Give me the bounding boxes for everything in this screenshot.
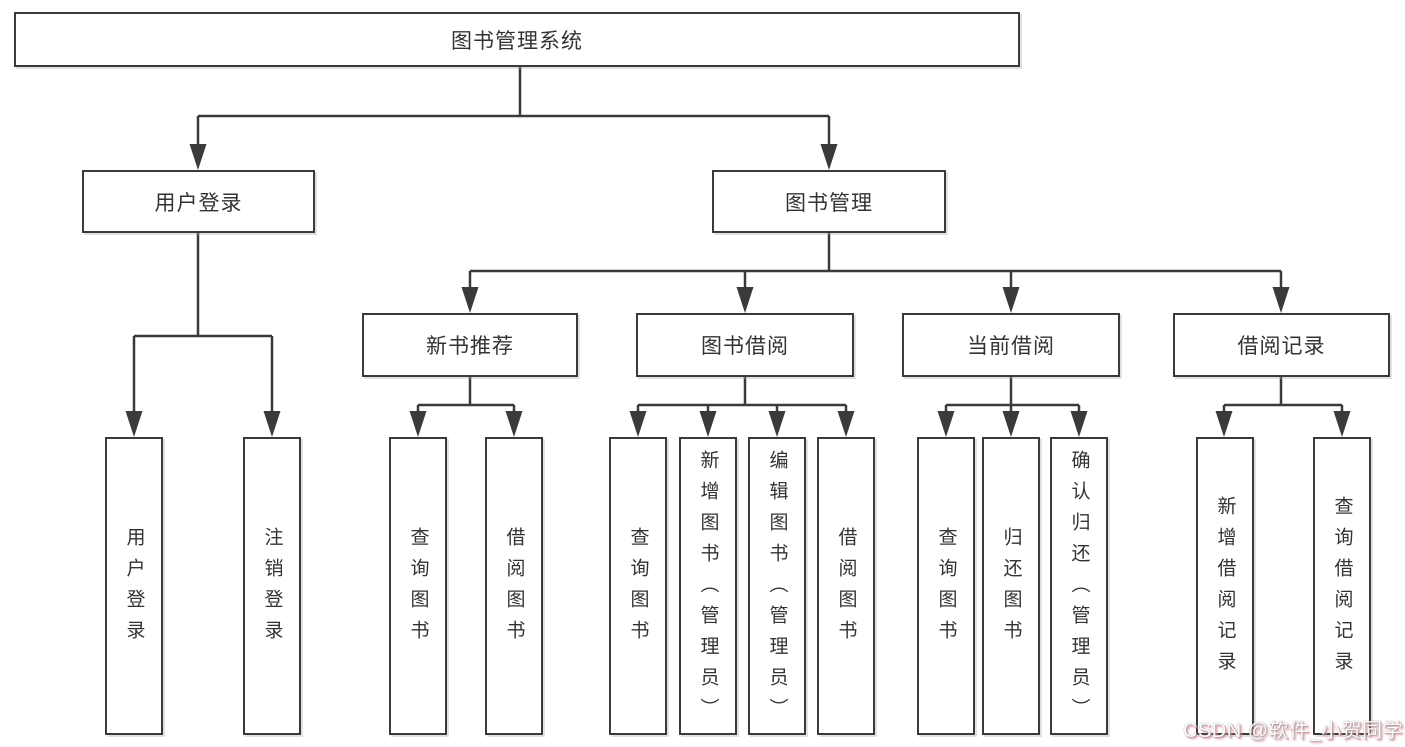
arrowhead	[768, 411, 786, 437]
csdn-watermark: CSDN @软件_小贺同学	[1183, 720, 1404, 742]
leaf-add-books-admin: 新增图书（管理员）	[679, 437, 737, 735]
arrowhead	[505, 411, 523, 437]
arrowhead	[189, 144, 207, 170]
arrowhead	[837, 411, 855, 437]
node-borrowing-records: 借阅记录	[1173, 313, 1390, 377]
arrowhead	[1272, 287, 1290, 313]
leaf-confirm-return-admin: 确认归还（管理员）	[1050, 437, 1108, 735]
node-book-borrowing: 图书借阅	[636, 313, 854, 377]
arrowhead	[263, 411, 281, 437]
arrowhead	[461, 287, 479, 313]
leaf-user-login: 用户登录	[105, 437, 163, 735]
arrowhead	[1002, 287, 1020, 313]
node-library-management-system: 图书管理系统	[14, 12, 1020, 67]
leaf-add-borrowing-record: 新增借阅记录	[1196, 437, 1254, 735]
node-book-management: 图书管理	[712, 170, 946, 233]
arrowhead	[1333, 411, 1351, 437]
arrowhead	[937, 411, 955, 437]
arrowhead	[699, 411, 717, 437]
leaf-query-books-borrowing: 查询图书	[609, 437, 667, 735]
node-user-login: 用户登录	[82, 170, 315, 233]
leaf-borrow-books: 借阅图书	[817, 437, 875, 735]
leaf-borrow-books-recommend: 借阅图书	[485, 437, 543, 735]
arrowhead	[1215, 411, 1233, 437]
arrowhead	[736, 287, 754, 313]
arrowhead	[820, 144, 838, 170]
leaf-query-borrowing-record: 查询借阅记录	[1313, 437, 1371, 735]
leaf-edit-books-admin: 编辑图书（管理员）	[748, 437, 806, 735]
arrowhead	[1002, 411, 1020, 437]
arrowhead	[409, 411, 427, 437]
node-new-book-recommendation: 新书推荐	[362, 313, 578, 377]
arrowhead	[125, 411, 143, 437]
leaf-query-books-recommend: 查询图书	[389, 437, 447, 735]
leaf-query-books-current: 查询图书	[917, 437, 975, 735]
arrowhead	[1070, 411, 1088, 437]
leaf-return-books: 归还图书	[982, 437, 1040, 735]
arrowhead	[629, 411, 647, 437]
leaf-logout: 注销登录	[243, 437, 301, 735]
node-current-borrowing: 当前借阅	[902, 313, 1120, 377]
